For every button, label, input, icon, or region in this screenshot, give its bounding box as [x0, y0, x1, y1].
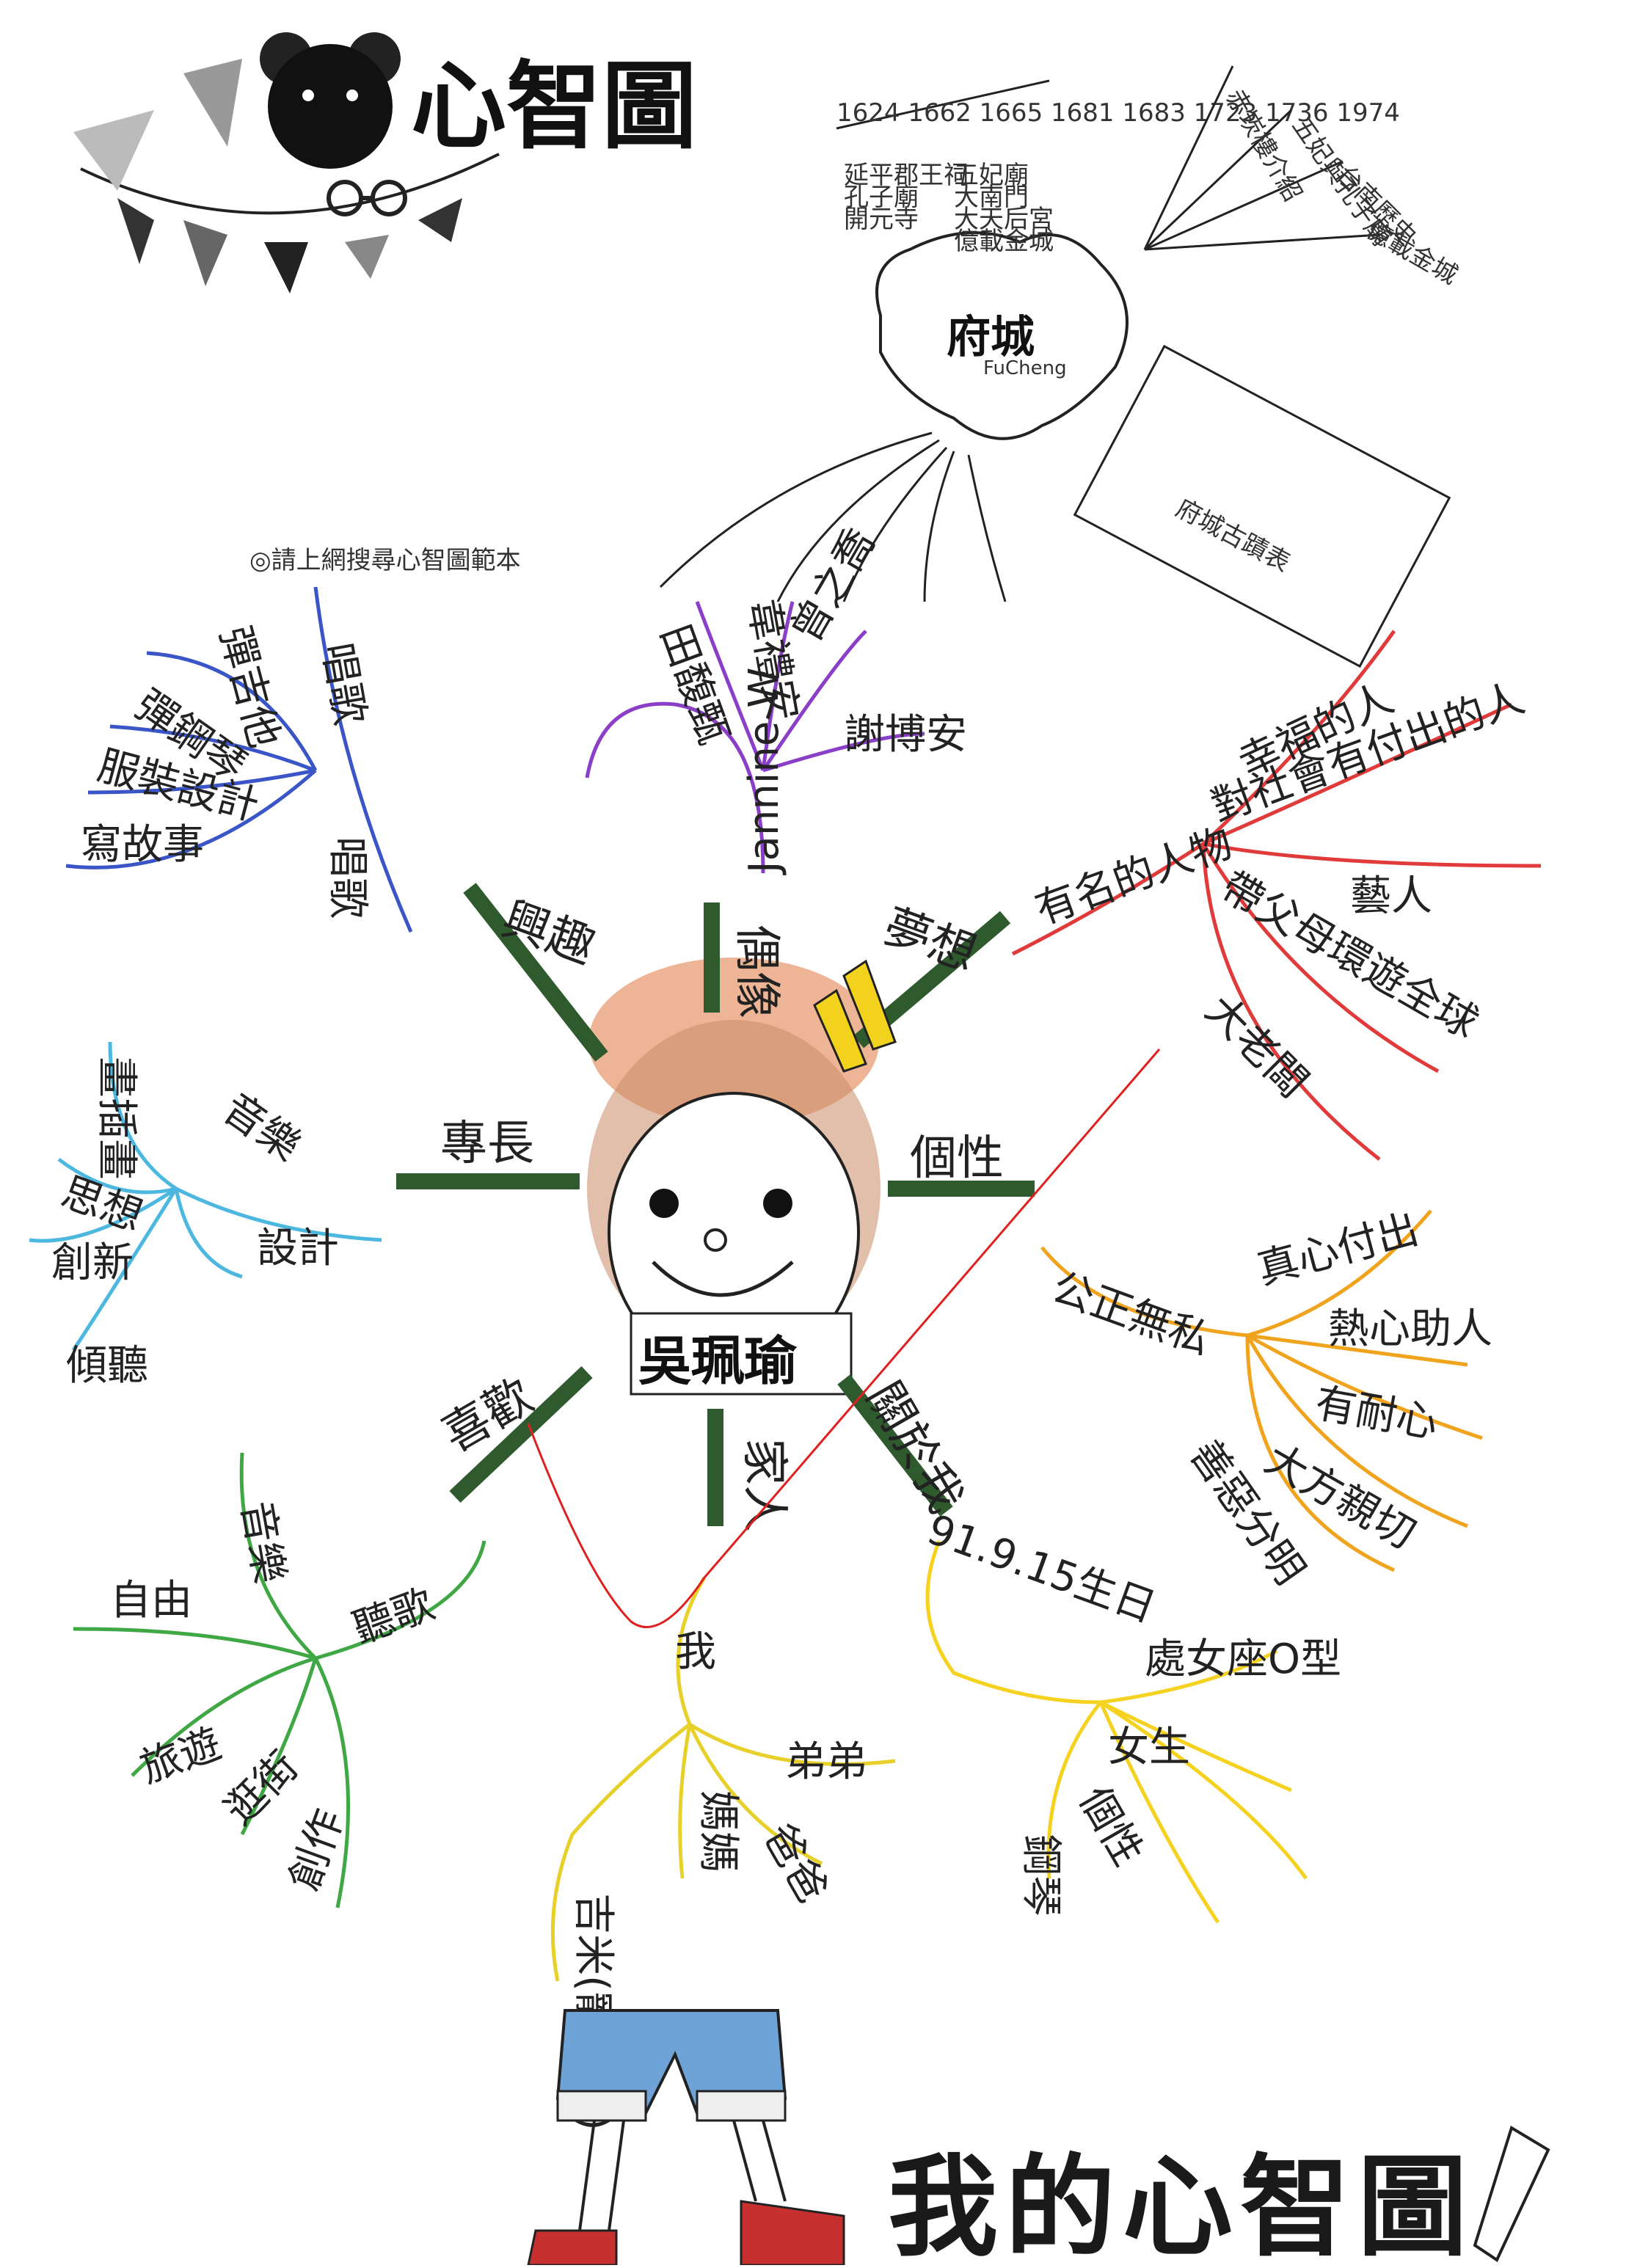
- personality-leaf-4: 有耐心: [1312, 1379, 1442, 1448]
- idol-leaf-2: 謝博安: [844, 711, 967, 759]
- fucheng-island: 府城 FuCheng: [875, 231, 1129, 440]
- excitement-marks: [813, 959, 897, 1073]
- dream-leaf-4: 藝人: [1350, 872, 1432, 920]
- branch-specialty: 專長 畫插畫 音樂 思想 創新 設計 傾聽: [29, 1041, 580, 1390]
- family-leaf-3: 媽媽: [694, 1790, 742, 1873]
- grid-right: 府城古蹟表: [1073, 344, 1451, 668]
- specialty-leaf-1: 畫插畫: [92, 1057, 140, 1180]
- timeline-years: 1624 1662 1665 1681 1683 1723 1736 1974: [836, 98, 1400, 128]
- personality-leaf-2: 真心付出: [1253, 1206, 1423, 1294]
- idol-leaf-1: Jannine W: [740, 668, 788, 876]
- about-me-leaf-5: 鋼琴: [1017, 1834, 1065, 1917]
- branch-likes: 喜歡 音樂 聽歌 自由 旅遊 逛街 創作: [73, 1366, 593, 1908]
- likes-leaf-5: 逛街: [216, 1743, 307, 1834]
- personality-leaf-1: 公正無私: [1046, 1264, 1217, 1365]
- branch-dream: 夢想 有名的人物 幸福的人 對社會有付出的人 藝人 帶父母環遊全球 大老闆: [853, 630, 1542, 1161]
- center-name: 吳珮瑜: [638, 1330, 798, 1392]
- branch-likes-label: 喜歡: [434, 1369, 542, 1463]
- red-string: [527, 1049, 1161, 1628]
- timeline-event-4: 五妃廟: [954, 161, 1029, 190]
- timeline-event-5: 大南門: [954, 183, 1029, 212]
- likes-leaf-2: 聽歌: [347, 1580, 440, 1653]
- page-title: 心智圖: [411, 51, 697, 162]
- branch-hobby: 興趣 唱歌 彈吉他 彈鋼琴 服裝設計 寫故事 唱歌: [65, 586, 608, 1062]
- branch-hobby-label: 興趣: [495, 891, 602, 974]
- grid-label: 府城古蹟表: [1171, 494, 1295, 578]
- timeline-event-2: 孔子廟: [844, 183, 919, 212]
- hobby-leaf-6: 唱歌: [313, 639, 373, 729]
- family-leaf-4: 爸爸: [754, 1816, 836, 1911]
- instruction-text: ◎請上網搜尋心智圖範本: [249, 546, 521, 575]
- fucheng-sublabel: FuCheng: [983, 357, 1067, 379]
- footer-title: 我的心智圖: [888, 2144, 1475, 2265]
- pencil-icon: [1473, 2125, 1550, 2262]
- hobby-leaf-1: 唱歌: [324, 836, 371, 919]
- branch-idol: 偶像 Jannine W 謝博安 曾之喬 韋禮安 田馥甄: [585, 520, 967, 1018]
- specialty-leaf-6: 傾聽: [66, 1342, 148, 1390]
- glasses-icon: [327, 180, 407, 216]
- fucheng-label: 府城: [947, 312, 1035, 363]
- likes-leaf-4: 旅遊: [134, 1720, 227, 1793]
- idol-leaf-5: 田馥甄: [651, 619, 738, 751]
- likes-leaf-1: 音樂: [232, 1498, 293, 1587]
- specialty-leaf-2: 音樂: [214, 1084, 309, 1170]
- timeline-event-7: 億載金城: [954, 227, 1054, 256]
- branch-personality-label: 個性: [910, 1131, 1004, 1186]
- personality-leaf-3: 熱心助人: [1328, 1305, 1492, 1353]
- about-me-leaf-3: 女生: [1108, 1724, 1190, 1771]
- bunting-decoration: [73, 59, 500, 293]
- timeline-event-1: 延平郡王祠: [844, 161, 969, 190]
- idol-leaf-3: 曾之喬: [782, 520, 885, 651]
- about-me-leaf-2: 處女座O型: [1145, 1636, 1341, 1683]
- timeline-event-6: 大天后宮: [954, 205, 1054, 234]
- branch-dream-label: 夢想: [877, 899, 984, 982]
- timeline-event-3: 開元寺: [844, 205, 919, 234]
- dream-leaf-6: 大老闆: [1196, 986, 1317, 1107]
- branch-family-label: 家人: [737, 1438, 791, 1532]
- branch-idol-label: 偶像: [729, 925, 784, 1018]
- bear-icon: [260, 32, 401, 169]
- branch-specialty-label: 專長: [440, 1117, 534, 1171]
- island-fan: [659, 431, 1007, 602]
- center-figure: 吳珮瑜: [587, 958, 881, 1396]
- family-leaf-2: 弟弟: [785, 1738, 867, 1786]
- about-me-leaf-1: 91.9.15生日: [921, 1506, 1162, 1632]
- family-leaf-1: 我: [675, 1628, 716, 1676]
- legs-figure: [527, 2009, 845, 2267]
- branch-about-me: 關於我 91.9.15生日 處女座O型 女生 個性 鋼琴: [837, 1373, 1341, 1924]
- hobby-leaf-5: 寫故事: [81, 821, 204, 869]
- branch-about-me-label: 關於我: [856, 1373, 973, 1522]
- about-me-leaf-4: 個性: [1070, 1779, 1152, 1874]
- specialty-leaf-4: 創新: [51, 1239, 134, 1287]
- timeline: 1624 1662 1665 1681 1683 1723 1736 1974 …: [836, 79, 1400, 256]
- specialty-leaf-5: 設計: [257, 1225, 339, 1272]
- likes-leaf-3: 自由: [110, 1577, 192, 1625]
